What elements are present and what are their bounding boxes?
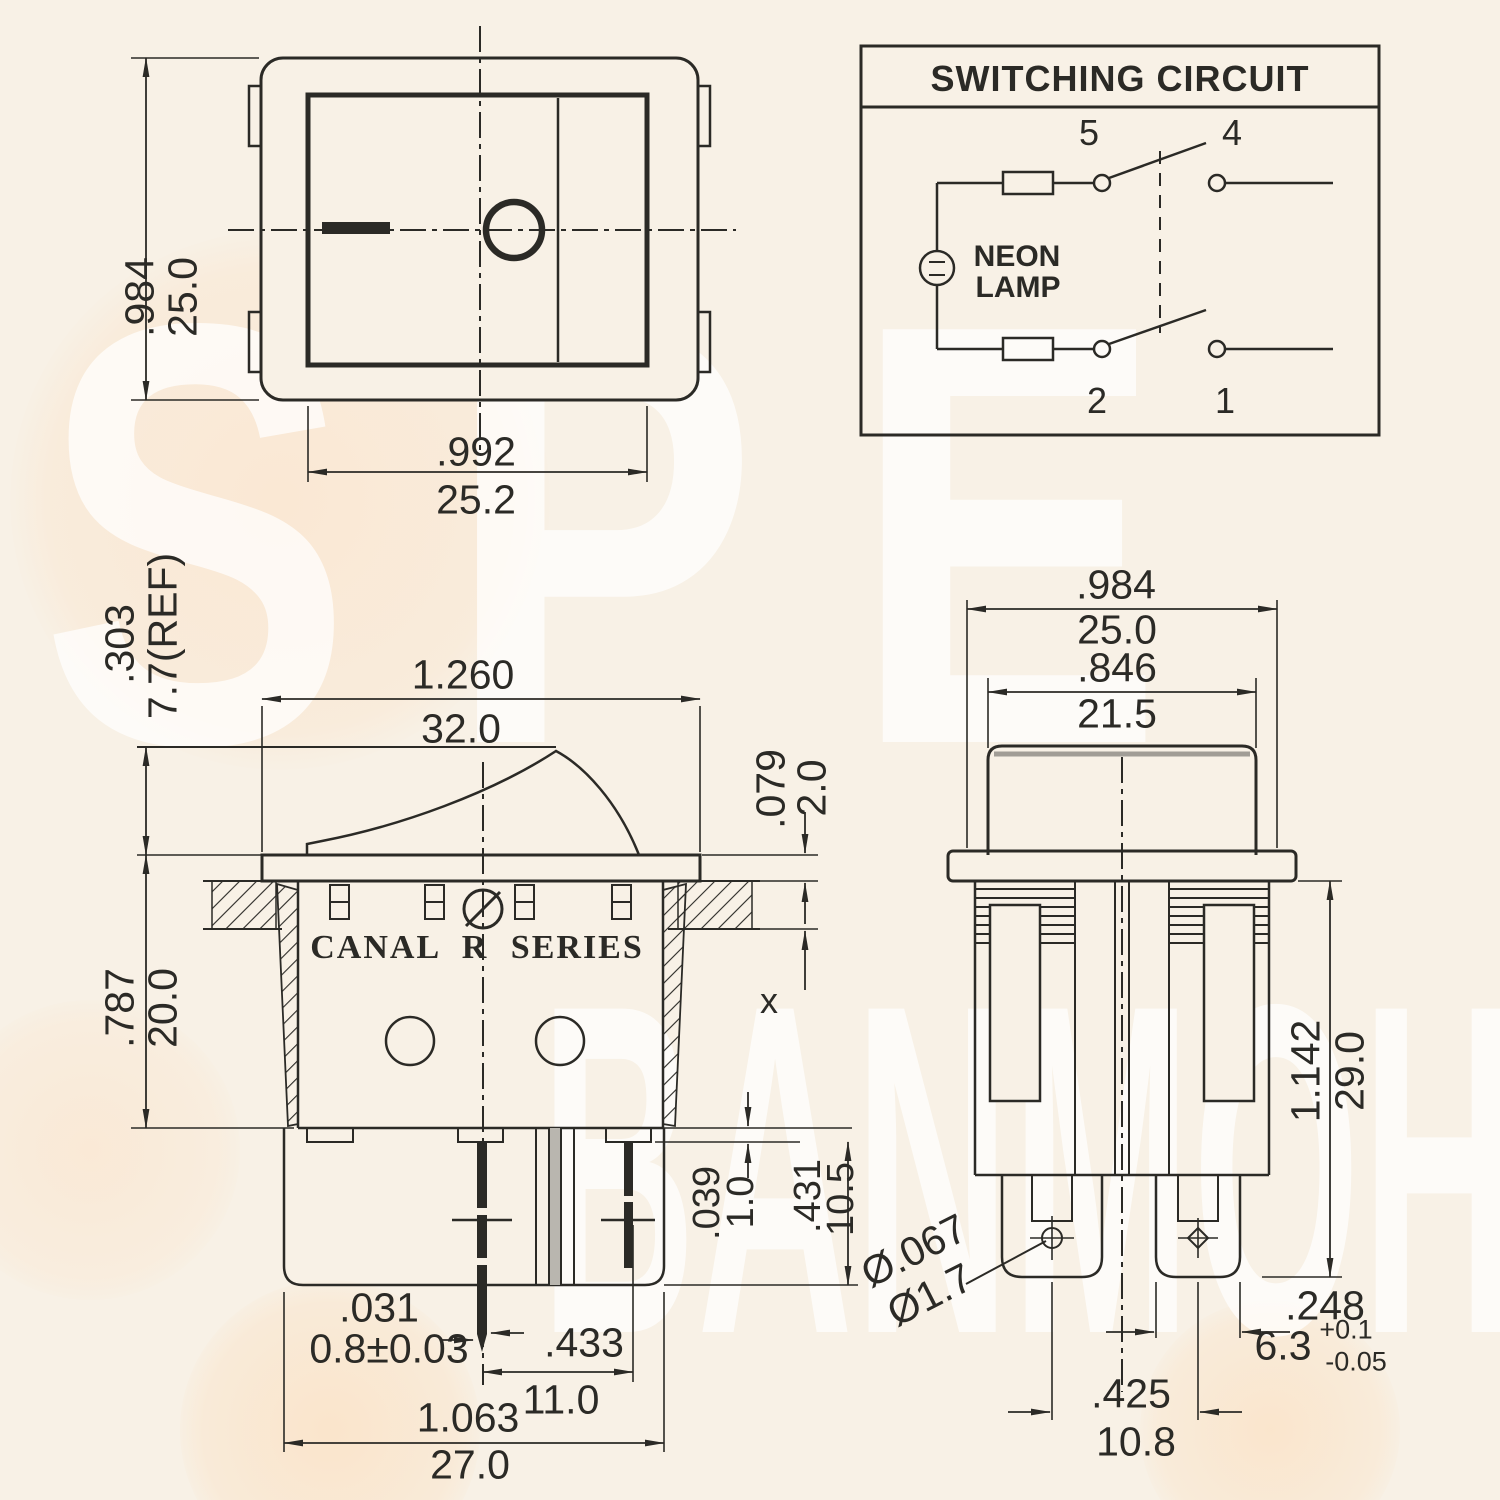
dim-side-width-mm: 32.0 [421,705,501,752]
terminal-4-node [1207,173,1227,193]
terminal-housing [282,1128,666,1287]
flange [260,853,702,883]
dim-cup-width-in: .248 [1285,1282,1365,1329]
dim-end-rocker-in: .846 [1077,644,1157,691]
circuit-diagram-drawing [859,44,1381,437]
body-pegs [329,884,632,920]
terminal-pin [601,1142,655,1268]
dim-body-depth-in: .787 [96,968,143,1048]
panel-thickness-label: x [760,980,778,1021]
neon-lamp-label-2: LAMP [975,271,1061,304]
dim-terminal-pitch-mm: 11.0 [522,1376,600,1423]
dim-cup-tol-minus: -0.05 [1325,1346,1387,1377]
dim-front-width-mm: 25.2 [436,476,516,523]
side-slot [988,903,1042,1103]
terminal-cup [1154,1175,1242,1279]
end-view-drawing [946,600,1342,1420]
switch-blade [1108,141,1207,180]
rocker-button [986,744,1258,855]
dim-rocker-height-mm: 7.7(REF) [139,552,186,720]
dim-cup-tol-plus: +0.1 [1319,1314,1373,1345]
front-view-drawing [131,26,736,482]
dim-pin-thickness-in: .031 [339,1284,419,1331]
leader-line [965,1240,1047,1285]
dim-front-width-in: .992 [436,428,516,475]
dim-side-width-in: 1.260 [411,651,515,698]
neon-lamp-icon [918,249,956,287]
dim-cup-width-mm: 6.3 [1254,1322,1312,1369]
dim-body-width-in: 1.063 [416,1394,520,1441]
panel-section [677,880,753,930]
dim-end-height-mm: 29.0 [1326,1031,1373,1111]
dim-end-height-in: 1.142 [1282,1019,1329,1123]
terminal-pin [452,1142,512,1352]
dim-end-rocker-mm: 21.5 [1077,690,1157,737]
dim-end-width-in: .984 [1076,561,1156,608]
pin-label-4: 4 [1221,112,1243,153]
pin-label-2: 2 [1086,380,1108,421]
side-slot [1202,903,1256,1103]
dim-terminal-length-mm: 10.5 [820,1162,862,1236]
dim-flange-thickness-mm: 2.0 [788,759,835,817]
body-hole [534,1015,586,1067]
terminal-5-node [1092,173,1112,193]
dim-terminal-pitch-in: .433 [544,1319,624,1366]
snap-wing [276,882,299,1128]
snap-wing [662,882,687,1128]
brand-text: CANAL R SERIES [310,929,644,966]
dim-pin-thickness-mm: 0.8±0.03 [309,1325,469,1372]
dim-front-height-mm: 25.0 [159,257,206,337]
dim-end-pitch-in: .425 [1091,1370,1171,1417]
switch-blade [1108,308,1207,346]
hole-mark-icon [1178,1218,1218,1258]
pin-label-1: 1 [1214,380,1236,421]
body-hole [384,1015,436,1067]
dim-front-height-in: .984 [116,257,163,337]
dim-shoulder-mm: 1.0 [720,1175,762,1229]
resistor-icon [1001,170,1055,196]
dim-end-pitch-mm: 10.8 [1096,1418,1176,1465]
panel-section [211,880,277,930]
dim-body-width-mm: 27.0 [430,1441,510,1488]
dim-end-width-mm: 25.0 [1077,606,1157,653]
pin-label-5: 5 [1078,112,1100,153]
terminal-2-node [1092,339,1112,359]
circuit-box [859,44,1381,437]
neon-lamp-label-1: NEON [973,240,1061,273]
resistor-icon [1001,336,1055,362]
dim-rocker-height-in: .303 [96,604,143,684]
dim-body-depth-mm: 20.0 [139,968,186,1048]
hole-mark-icon [1030,1216,1074,1260]
on-mark-icon [322,222,390,234]
side-view-drawing [131,695,858,1452]
circuit-title: SWITCHING CIRCUIT [930,58,1310,99]
dim-flange-thickness-in: .079 [747,749,794,829]
rocker-profile [305,749,641,856]
terminal-1-node [1207,339,1227,359]
